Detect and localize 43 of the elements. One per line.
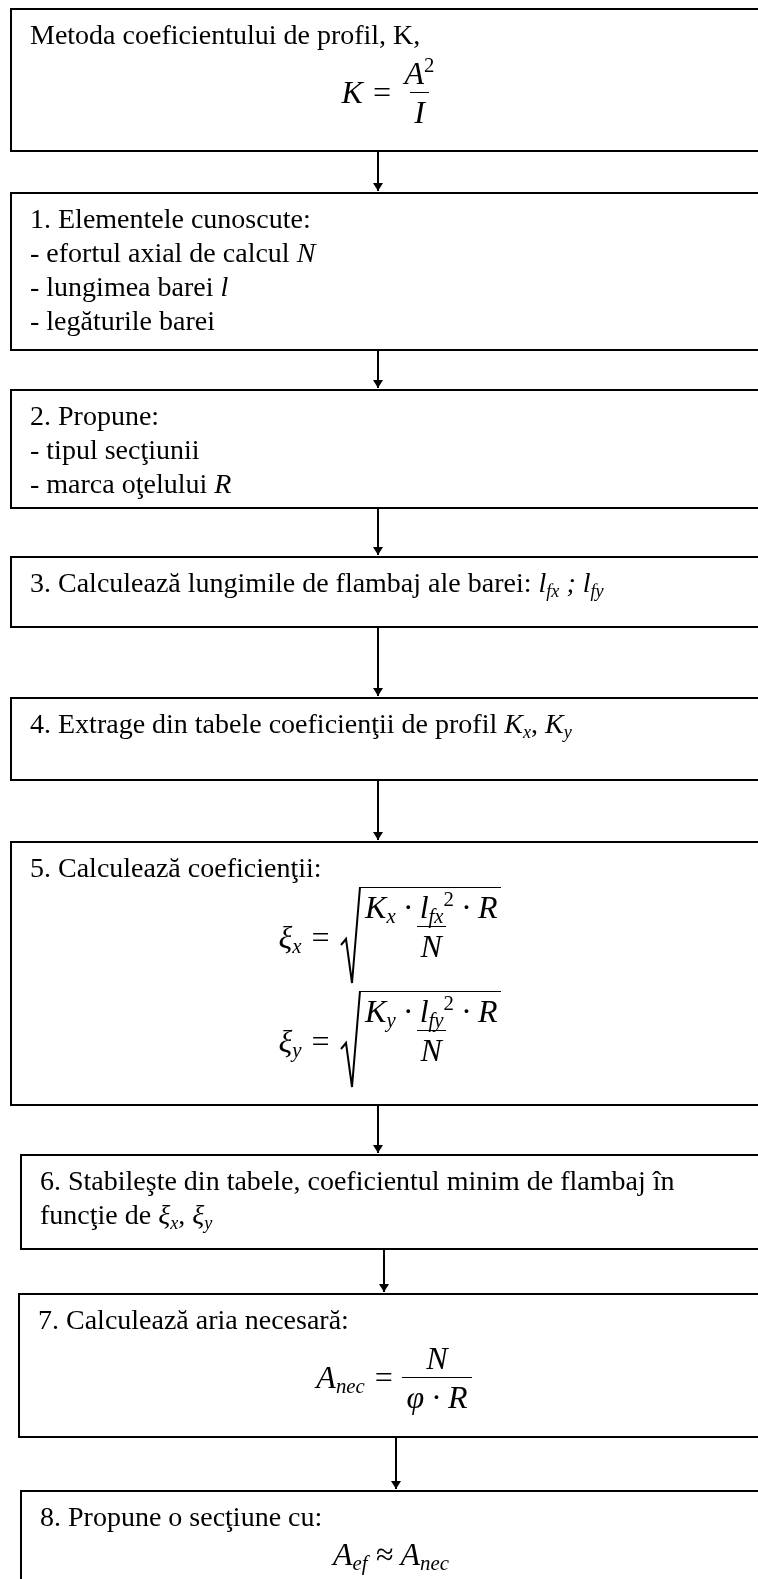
- process-box: [10, 841, 758, 1106]
- process-box: [20, 1490, 758, 1579]
- formula-left-side: K =: [341, 74, 393, 111]
- arrow: [373, 151, 383, 192]
- arrow: [379, 1249, 389, 1293]
- process-box: [20, 1154, 758, 1250]
- process-box: [10, 697, 758, 781]
- step-text: 6. Stabileşte din tabele, coeficientul minim de flambaj în funcţie de ξ$_{x}$, ξ$_{y}$: [40, 1164, 676, 1232]
- fraction-denominator: I: [410, 92, 429, 131]
- step-text: 2. Propune:: [30, 399, 161, 433]
- step-text: 1. Elementele cunoscute:: [30, 202, 312, 236]
- formula-left-side: A$_{nec}$ =: [316, 1359, 395, 1396]
- process-box: [10, 556, 758, 628]
- arrow: [373, 350, 383, 389]
- arrow: [373, 627, 383, 697]
- step-text: 3. Calculează lungimile de flambaj ale barei: l$_{fx}$ ; l$_{fy}$: [30, 566, 605, 600]
- step-text: - lungimea barei l: [30, 270, 230, 304]
- step-text: 4. Extrage din tabele coeficienţii de profil K$_{x}$, K$_{y}$: [30, 707, 573, 741]
- arrow: [373, 1105, 383, 1154]
- formula: A$_{ef}$ ≈ A$_{nec}$: [333, 1536, 449, 1573]
- step-text: - marca oţelului R: [30, 467, 233, 501]
- step-text: - tipul secţiunii: [30, 433, 201, 467]
- step-text: 8. Propune o secţiune cu:: [40, 1500, 324, 1534]
- fraction-numerator: A$^{2}$: [402, 54, 436, 92]
- fraction-numerator: K$_{x}$ · l$_{fx}$$^{2}$ · R: [363, 888, 499, 926]
- fraction-denominator: N: [416, 926, 446, 965]
- process-box: [10, 192, 758, 351]
- step-text: 5. Calculează coeficienţii:: [30, 851, 323, 885]
- process-box: [10, 389, 758, 509]
- step-text: - efortul axial de calcul N: [30, 236, 318, 270]
- arrow: [373, 508, 383, 556]
- step-text: Metoda coeficientului de profil, K,: [30, 18, 422, 52]
- process-box: [10, 8, 758, 152]
- arrow: [391, 1437, 401, 1490]
- fraction-denominator: N: [416, 1030, 446, 1069]
- formula-left-side: ξ$_{y}$ =: [278, 1022, 332, 1060]
- step-text: - legăturile barei: [30, 304, 216, 338]
- fraction-denominator: φ · R: [402, 1377, 472, 1416]
- arrow: [373, 780, 383, 841]
- process-box: [18, 1293, 758, 1438]
- step-text: 7. Calculează aria necesară:: [38, 1303, 350, 1337]
- fraction-numerator: N: [425, 1339, 450, 1377]
- formula-left-side: ξ$_{x}$ =: [278, 918, 332, 956]
